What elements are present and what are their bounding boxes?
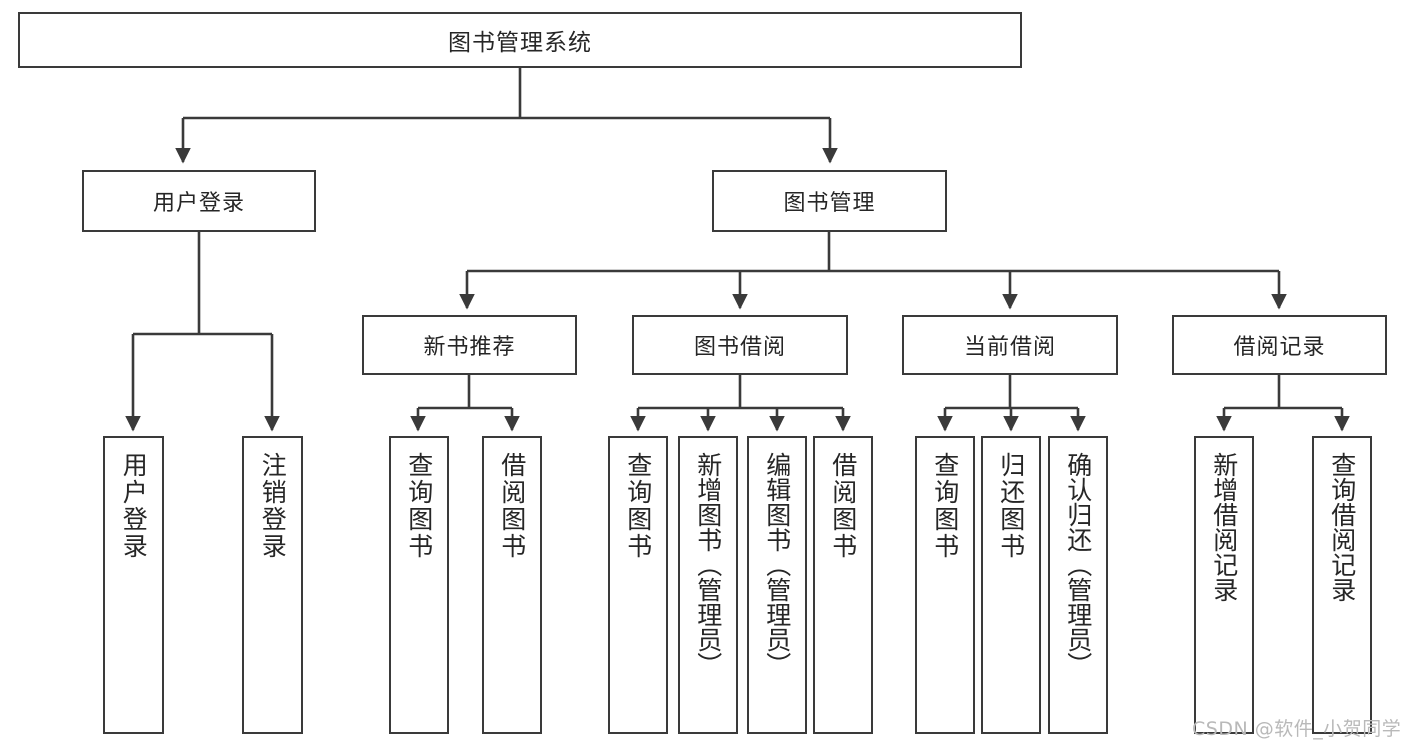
- watermark: CSDN @软件_小贺同学: [1192, 718, 1402, 740]
- leaf-new-book-borrow-book[interactable]: 借阅图书: [482, 436, 542, 734]
- node-book-borrow[interactable]: 图书借阅: [632, 315, 848, 375]
- leaf-label: 查询图书: [623, 452, 653, 560]
- node-user-login[interactable]: 用户登录: [82, 170, 316, 232]
- node-book-management-label: 图书管理: [783, 191, 876, 216]
- node-book-borrow-label: 图书借阅: [693, 335, 786, 360]
- leaf-borrow-record-add-record[interactable]: 新增借阅记录: [1194, 436, 1254, 734]
- node-current-borrow[interactable]: 当前借阅: [902, 315, 1118, 375]
- node-root[interactable]: 图书管理系统: [18, 12, 1022, 68]
- leaf-user-login-signout[interactable]: 注销登录: [242, 436, 303, 734]
- leaf-label: 确认归还（管理员）: [1063, 452, 1093, 677]
- leaf-current-borrow-return-book[interactable]: 归还图书: [981, 436, 1041, 734]
- node-borrow-record-label: 借阅记录: [1233, 335, 1326, 360]
- leaf-label: 查询图书: [404, 452, 434, 560]
- leaf-label: 新增借阅记录: [1209, 452, 1239, 602]
- leaf-label: 查询图书: [930, 452, 960, 560]
- leaf-current-borrow-confirm-return-admin[interactable]: 确认归还（管理员）: [1048, 436, 1108, 734]
- leaf-book-borrow-query-book[interactable]: 查询图书: [608, 436, 668, 734]
- leaf-label: 借阅图书: [828, 452, 858, 560]
- node-book-management[interactable]: 图书管理: [712, 170, 947, 232]
- leaf-book-borrow-add-book-admin[interactable]: 新增图书（管理员）: [678, 436, 738, 734]
- node-new-book-recommend[interactable]: 新书推荐: [362, 315, 577, 375]
- leaf-current-borrow-query-book[interactable]: 查询图书: [915, 436, 975, 734]
- leaf-label: 注销登录: [258, 452, 288, 560]
- leaf-new-book-query-book[interactable]: 查询图书: [389, 436, 449, 734]
- leaf-label: 归还图书: [996, 452, 1026, 560]
- node-user-login-label: 用户登录: [152, 191, 245, 216]
- node-current-borrow-label: 当前借阅: [963, 335, 1056, 360]
- leaf-borrow-record-query-record[interactable]: 查询借阅记录: [1312, 436, 1372, 734]
- node-new-book-recommend-label: 新书推荐: [423, 335, 516, 360]
- leaf-user-login-signin[interactable]: 用户登录: [103, 436, 164, 734]
- node-root-label: 图书管理系统: [448, 30, 592, 56]
- leaf-book-borrow-edit-book-admin[interactable]: 编辑图书（管理员）: [747, 436, 807, 734]
- leaf-label: 新增图书（管理员）: [693, 452, 723, 677]
- leaf-label: 用户登录: [119, 452, 149, 560]
- leaf-label: 查询借阅记录: [1327, 452, 1357, 602]
- leaf-label: 借阅图书: [497, 452, 527, 560]
- node-borrow-record[interactable]: 借阅记录: [1172, 315, 1387, 375]
- leaf-book-borrow-borrow-book[interactable]: 借阅图书: [813, 436, 873, 734]
- leaf-label: 编辑图书（管理员）: [762, 452, 792, 677]
